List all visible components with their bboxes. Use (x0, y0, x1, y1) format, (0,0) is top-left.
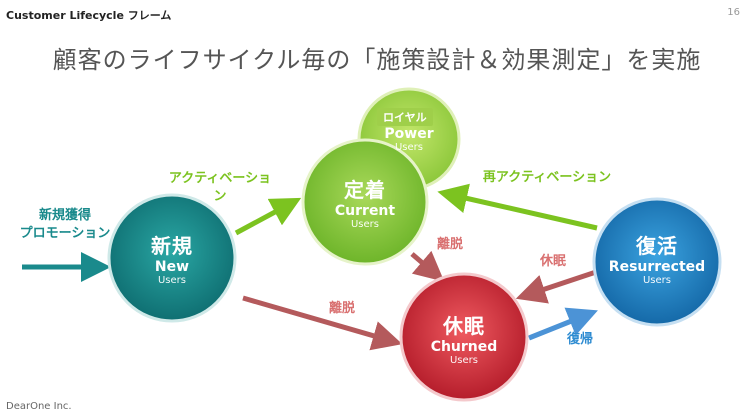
label-churn-current: 離脱 (436, 237, 463, 252)
label-activation: アクティベーショ ン (168, 171, 272, 204)
churned-en-label: Churned (430, 339, 498, 355)
page-number: 16 (727, 7, 740, 18)
label-return: 復帰 (566, 332, 593, 347)
new-text: 新規 New Users (112, 230, 232, 286)
churned-text: 休眠 Churned Users (404, 310, 524, 366)
loyal-en-label: Power (384, 126, 434, 142)
arrow-return (528, 307, 598, 341)
resurrected-jp-label: 復活 (636, 234, 678, 258)
header-label: Customer Lifecycle フレーム (6, 9, 172, 22)
new-jp-label: 新規 (151, 234, 193, 258)
new-users-label: Users (157, 275, 186, 286)
node-current (301, 138, 429, 266)
churned-users-label: Users (449, 355, 478, 366)
footer-company: DearOne Inc. (6, 401, 72, 412)
current-users-label: Users (350, 219, 379, 230)
resurrected-en-label: Resurrected (608, 259, 706, 275)
node-churned (399, 272, 529, 402)
label-churn-new: 離脱 (328, 301, 355, 316)
label-reactivation: 再アクティベーション (482, 170, 612, 185)
new-en-label: New (154, 259, 190, 275)
loyal-text: Power Users (359, 126, 459, 153)
resurrected-users-label: Users (642, 275, 671, 286)
arrow-reactivation (437, 183, 598, 231)
arrow-activation (234, 197, 302, 236)
current-en-label: Current (334, 203, 396, 219)
arrow-churn-current (410, 250, 445, 282)
resurrected-text: 復活 Resurrected Users (597, 230, 717, 286)
loyal-users-label: Users (394, 142, 423, 153)
node-resurrected (592, 197, 722, 327)
label-dormant: 休眠 (539, 254, 566, 269)
slide-title: 顧客のライフサイクル毎の「施策設計＆効果測定」を実施 (52, 46, 702, 74)
loyal-jp-label: ロイヤル (377, 108, 433, 126)
node-new (107, 193, 237, 323)
churned-jp-label: 休眠 (443, 314, 485, 338)
label-new-promotion: 新規獲得 プロモーション (19, 208, 111, 241)
current-jp-label: 定着 (344, 178, 386, 202)
arrow-churn-new (242, 295, 403, 351)
arrow-dormant (515, 269, 597, 304)
current-text: 定着 Current Users (305, 174, 425, 230)
